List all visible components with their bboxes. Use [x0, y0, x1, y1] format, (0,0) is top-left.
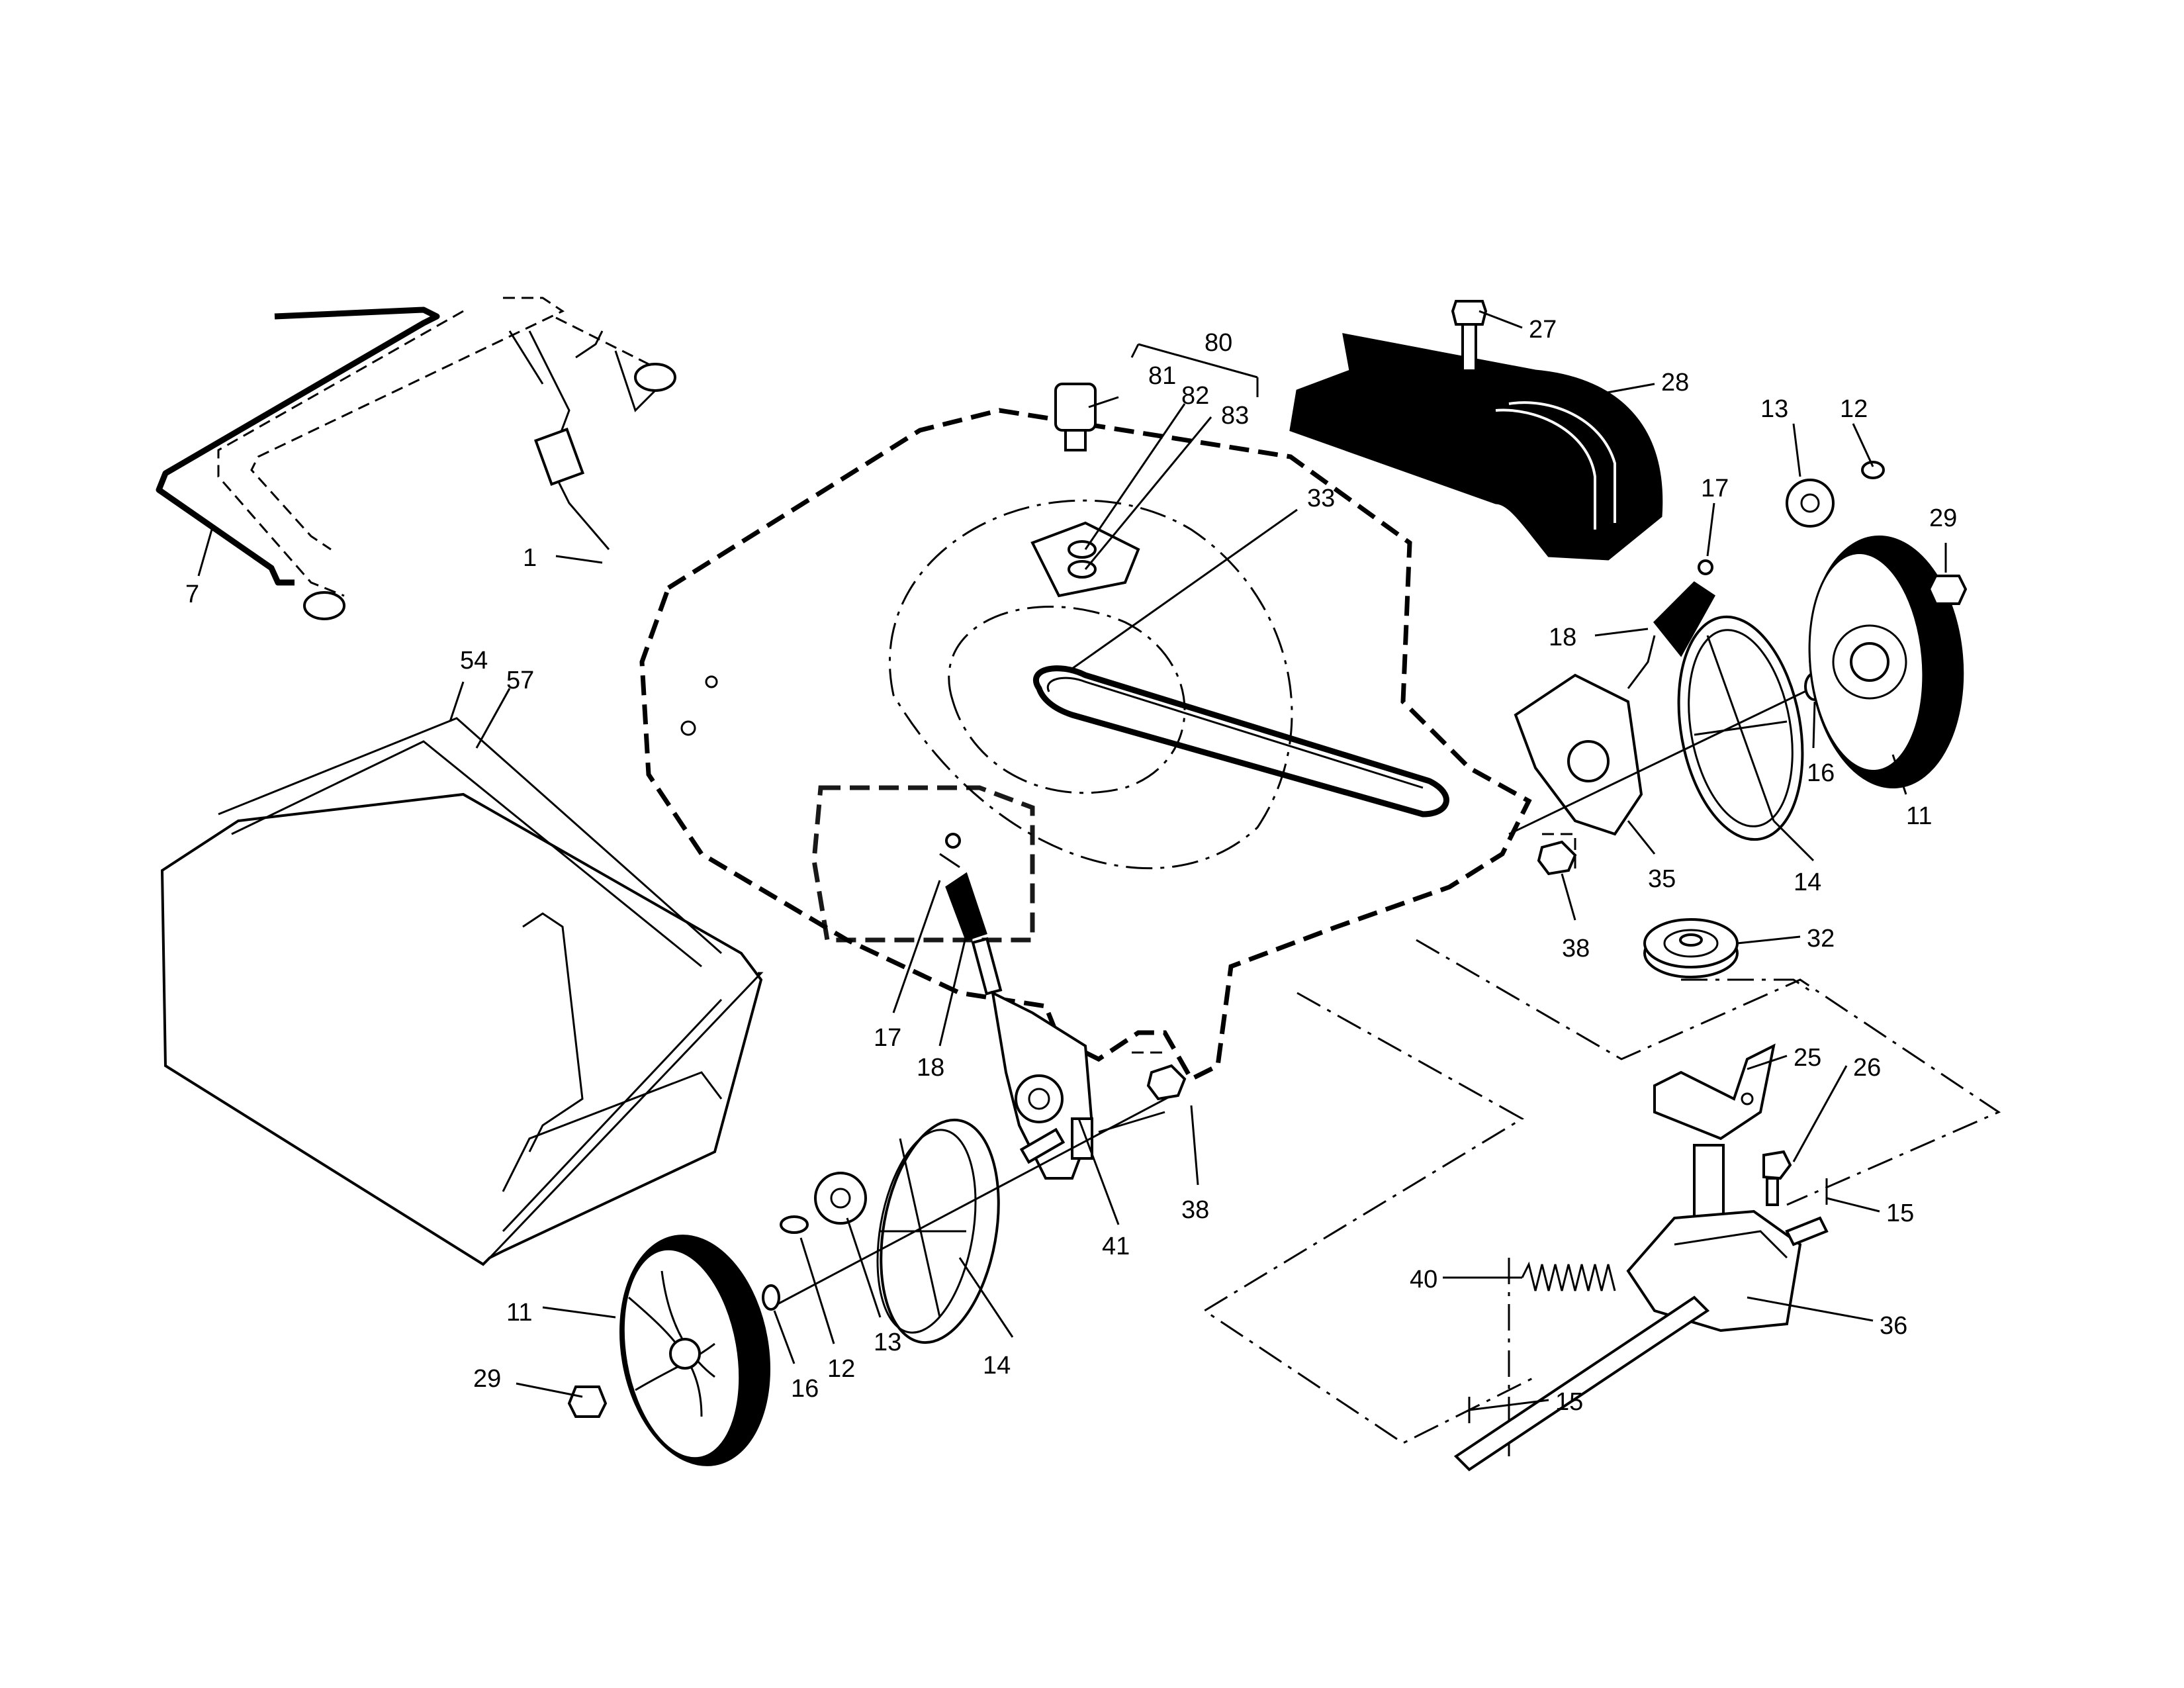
handle-bail-drawing — [156, 297, 676, 620]
washer-12-left-drawing — [780, 1215, 809, 1234]
callout-11: 11 — [1906, 802, 1932, 830]
callout-32: 32 — [1807, 925, 1835, 953]
callout-12: 12 — [1840, 395, 1868, 423]
callout-38: 38 — [1562, 935, 1590, 962]
pulley-drawing — [1643, 918, 1739, 978]
drive-belt-drawing — [1033, 665, 1449, 818]
callout-28: 28 — [1661, 369, 1689, 397]
transmission-drawing — [1453, 1144, 1829, 1472]
washer-12-right-drawing — [1861, 461, 1885, 479]
callout-16: 16 — [1807, 759, 1835, 787]
callout-15: 15 — [1886, 1199, 1914, 1227]
left-hubcap-disk-drawing — [876, 1118, 1000, 1344]
spring-40-drawing — [1521, 1261, 1616, 1291]
callout-18: 18 — [917, 1054, 944, 1082]
height-adjuster-drawing — [1030, 383, 1140, 598]
left-gear-drawing — [814, 1172, 867, 1225]
right-gear-drawing — [1786, 479, 1835, 528]
callout-13: 13 — [1760, 395, 1788, 423]
callout-82: 82 — [1181, 382, 1209, 410]
callout-80: 80 — [1205, 329, 1232, 357]
washer-16-left-drawing — [762, 1284, 780, 1311]
callout-27: 27 — [1529, 316, 1557, 344]
callout-13: 13 — [874, 1329, 901, 1356]
callout-54: 54 — [460, 647, 488, 675]
callout-1: 1 — [523, 544, 537, 572]
callout-16: 16 — [791, 1375, 819, 1403]
callout-38: 38 — [1181, 1196, 1209, 1224]
callout-18: 18 — [1549, 624, 1576, 651]
callout-14: 14 — [1794, 868, 1821, 896]
left-height-lever-drawing — [939, 833, 1003, 996]
callout-15: 15 — [1555, 1388, 1583, 1416]
callout-81: 81 — [1148, 362, 1176, 390]
nut-38-right-drawing — [1537, 840, 1577, 876]
callout-14: 14 — [983, 1352, 1011, 1380]
nut-38-left-drawing — [1146, 1064, 1187, 1101]
left-axle-line-drawing — [777, 1091, 1179, 1305]
right-rear-wheel-drawing — [1808, 535, 1964, 789]
callout-29: 29 — [1929, 504, 1957, 532]
callout-25: 25 — [1794, 1044, 1821, 1072]
nut-29-left-drawing — [567, 1385, 608, 1418]
callout-41: 41 — [1102, 1233, 1130, 1260]
bracket-25-drawing — [1653, 1043, 1776, 1141]
callout-11: 11 — [506, 1299, 532, 1327]
leader-lines — [197, 310, 1947, 1411]
left-bracket-drawing — [991, 990, 1165, 1180]
rear-baffle-drawing — [1289, 333, 1663, 561]
callout-17: 17 — [874, 1024, 901, 1052]
callout-57: 57 — [506, 667, 534, 694]
callout-29: 29 — [473, 1365, 501, 1393]
callout-35: 35 — [1648, 865, 1676, 893]
callout-12: 12 — [827, 1355, 855, 1383]
bolt-26-drawing — [1762, 1150, 1792, 1206]
callout-33: 33 — [1307, 485, 1335, 512]
callout-26: 26 — [1853, 1054, 1881, 1082]
grass-bag-drawing — [160, 717, 764, 1266]
callout-7: 7 — [185, 581, 199, 608]
right-hubcap-disk-drawing — [1677, 615, 1804, 841]
callout-17: 17 — [1701, 475, 1729, 502]
right-height-lever-drawing — [1514, 559, 1715, 836]
nut-29-right-drawing — [1927, 575, 1968, 605]
callout-40: 40 — [1410, 1266, 1437, 1293]
left-front-wheel-drawing — [619, 1235, 771, 1466]
bolt-27-drawing — [1451, 300, 1488, 404]
mower-deck-drawing — [639, 408, 1532, 1082]
callout-83: 83 — [1221, 402, 1249, 430]
callout-36: 36 — [1880, 1312, 1907, 1340]
callout-labels: 1 7 11 11 12 12 13 13 14 14 15 15 16 16 … — [185, 316, 1957, 1416]
